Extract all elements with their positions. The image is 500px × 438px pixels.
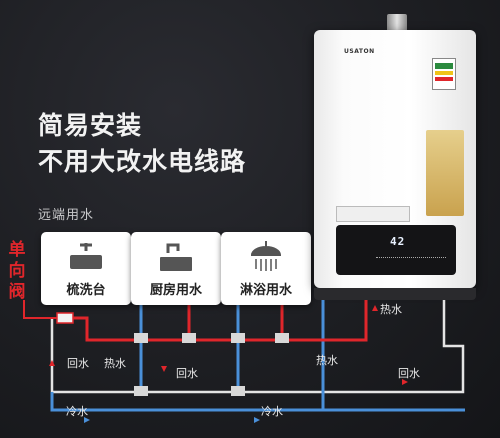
info-sticker (336, 206, 410, 222)
cold-water-main-pipe (50, 392, 465, 412)
check-valve-label-char: 单 (8, 240, 26, 260)
pipe-joint (231, 333, 245, 343)
cold-water-label: 冷水 (261, 405, 283, 418)
fixture-card-shower: 淋浴用水 (221, 232, 311, 305)
arrow-up-icon (49, 360, 55, 366)
pipe-joint (275, 333, 289, 343)
energy-label (432, 58, 456, 90)
pipe-joint (134, 386, 148, 396)
arrow-down-icon (161, 366, 167, 372)
fixture-card-washbasin: 梳洗台 (41, 232, 131, 305)
remote-usage-label: 远端用水 (38, 208, 95, 223)
hot-water-main-pipe (70, 300, 368, 342)
fixture-card-kitchen: 厨房用水 (131, 232, 221, 305)
water-heater: USATON 42 (314, 30, 476, 288)
kitchen-faucet-icon (160, 243, 192, 271)
check-valve-label-char: 阀 (8, 282, 26, 302)
heater-flue (387, 14, 407, 32)
cold-water-label: 冷水 (66, 405, 88, 418)
hot-water-label: 热水 (380, 303, 402, 316)
fixture-label: 梳洗台 (66, 283, 106, 298)
pipe-joint (231, 386, 245, 396)
certificate-badge (426, 130, 464, 216)
arrow-right-icon (402, 379, 408, 385)
check-valve-label-char: 向 (8, 261, 26, 281)
arrow-right-icon (254, 417, 260, 423)
return-water-label: 回水 (67, 357, 89, 370)
headline-line-1: 简易安装 (38, 111, 143, 140)
arrow-right-icon (84, 417, 90, 423)
return-water-label: 回水 (398, 367, 420, 380)
control-panel: 42 (336, 225, 456, 275)
check-valve (56, 312, 74, 324)
return-water-label: 回水 (176, 367, 198, 380)
fixture-label: 淋浴用水 (239, 283, 292, 298)
check-valve-label: 单 向 阀 (6, 240, 28, 303)
heater-brand-logo: USATON (344, 48, 375, 55)
pipe-joint (182, 333, 196, 343)
headline-line-2: 不用大改水电线路 (38, 147, 247, 176)
panel-buttons (376, 257, 446, 264)
hot-water-label: 热水 (104, 357, 126, 370)
return-water-pipe (50, 300, 465, 394)
arrow-up-icon (372, 305, 378, 311)
shower-icon (250, 241, 282, 271)
hot-water-label: 热水 (316, 354, 338, 367)
valve-pointer-line (23, 300, 57, 319)
heater-bottom (314, 288, 476, 300)
fixture-label: 厨房用水 (149, 283, 202, 298)
temperature-display: 42 (390, 235, 406, 248)
pipe-joint (134, 333, 148, 343)
sink-icon (70, 243, 102, 269)
